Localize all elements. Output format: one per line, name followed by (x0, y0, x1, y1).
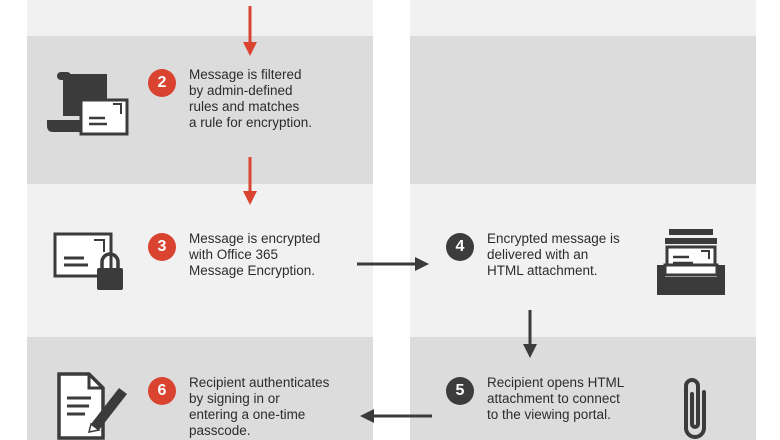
step-badge: 4 (446, 233, 474, 261)
arrow-left-dark (360, 409, 432, 423)
step-badge: 6 (148, 377, 176, 405)
step-2-filter: 2 Message is filtered by admin-defined r… (148, 67, 312, 131)
document-pen-icon (57, 372, 127, 440)
arrow-down-red-1 (243, 6, 257, 56)
band-empty-right (410, 36, 756, 184)
step-text: Recipient opens HTML attachment to conne… (487, 375, 625, 422)
scroll-envelope-icon (47, 72, 129, 136)
arrow-down-dark (523, 310, 537, 358)
envelope-lock-icon (53, 232, 123, 290)
band-top-right (410, 0, 756, 36)
band-top (27, 0, 373, 36)
step-6-authenticate: 6 Recipient authenticates by signing in … (148, 375, 329, 439)
step-badge: 5 (446, 377, 474, 405)
step-4-deliver: 4 Encrypted message is delivered with an… (446, 231, 620, 279)
step-5-open: 5 Recipient opens HTML attachment to con… (446, 375, 624, 423)
step-text: Message is encrypted with Office 365 Mes… (189, 231, 321, 278)
step-text: Recipient authenticates by signing in or… (189, 375, 330, 438)
arrow-down-red-2 (243, 157, 257, 205)
arrow-right-dark (357, 257, 429, 271)
inbox-tray-icon (657, 229, 725, 295)
step-badge: 2 (148, 69, 176, 97)
step-text: Encrypted message is delivered with an H… (487, 231, 620, 278)
step-badge: 3 (148, 233, 176, 261)
recipient-column (410, 0, 756, 440)
step-3-encrypt: 3 Message is encrypted with Office 365 M… (148, 231, 320, 279)
step-text: Message is filtered by admin-defined rul… (189, 67, 313, 130)
paperclip-icon (684, 378, 706, 439)
